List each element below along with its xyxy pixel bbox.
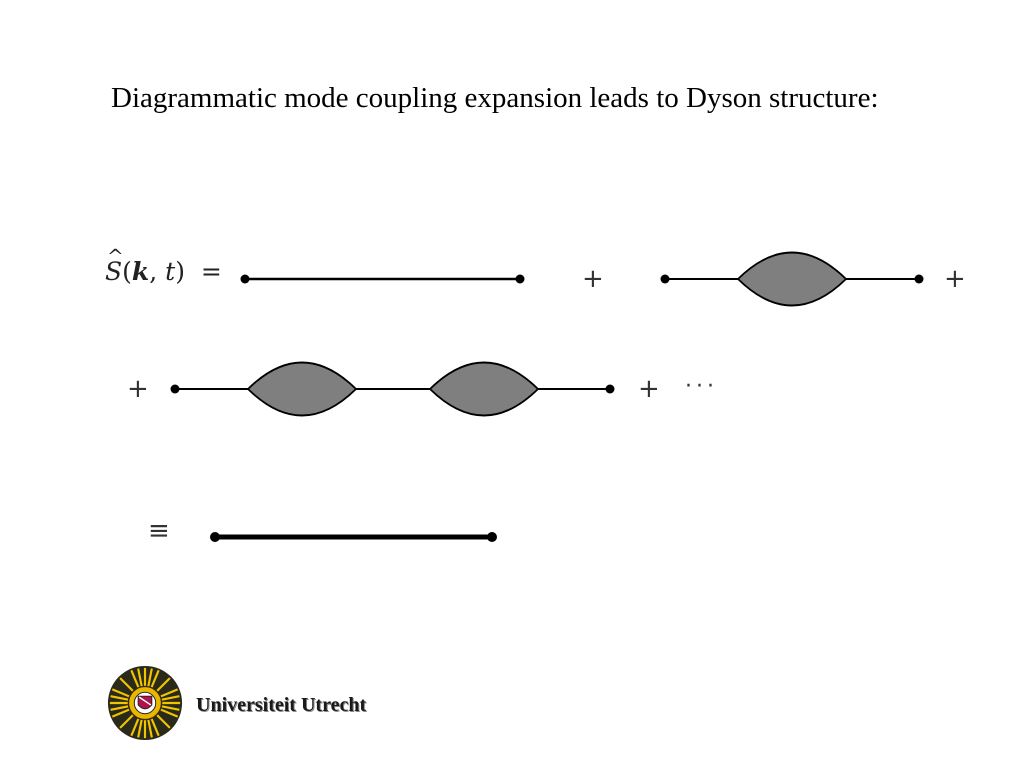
one-loop-diagram <box>660 251 924 307</box>
equals-sign: = <box>200 257 222 286</box>
plus-sign: + <box>582 264 604 294</box>
dressed-propagator <box>210 532 497 542</box>
self-energy-bubble <box>428 361 540 417</box>
s-hat-symbol: S^ <box>105 244 124 286</box>
plus-sign: + <box>127 374 149 404</box>
comma: , <box>149 257 166 286</box>
plus-sign: + <box>638 374 660 404</box>
bare-propagator <box>240 274 525 284</box>
self-energy-bubble <box>246 361 358 417</box>
lhs-expression: S^(k, t) = <box>105 244 222 286</box>
close-paren: ) <box>175 257 185 286</box>
slide-text: Diagrammatic mode coupling expansion lea… <box>111 82 879 114</box>
equivalence-sign: ≡ <box>148 516 170 546</box>
wavevector-k: k <box>131 257 150 286</box>
two-loop-diagram <box>170 361 615 417</box>
hat-accent: ^ <box>107 244 124 268</box>
self-energy-bubble <box>736 251 848 307</box>
university-seal-logo <box>107 665 183 741</box>
plus-sign: + <box>944 264 966 294</box>
open-paren: ( <box>122 257 132 286</box>
university-name: Universiteit Utrecht <box>196 693 367 716</box>
footer: Universiteit Utrecht <box>106 663 366 743</box>
ellipsis: ··· <box>685 374 718 399</box>
time-t: t <box>165 257 176 286</box>
